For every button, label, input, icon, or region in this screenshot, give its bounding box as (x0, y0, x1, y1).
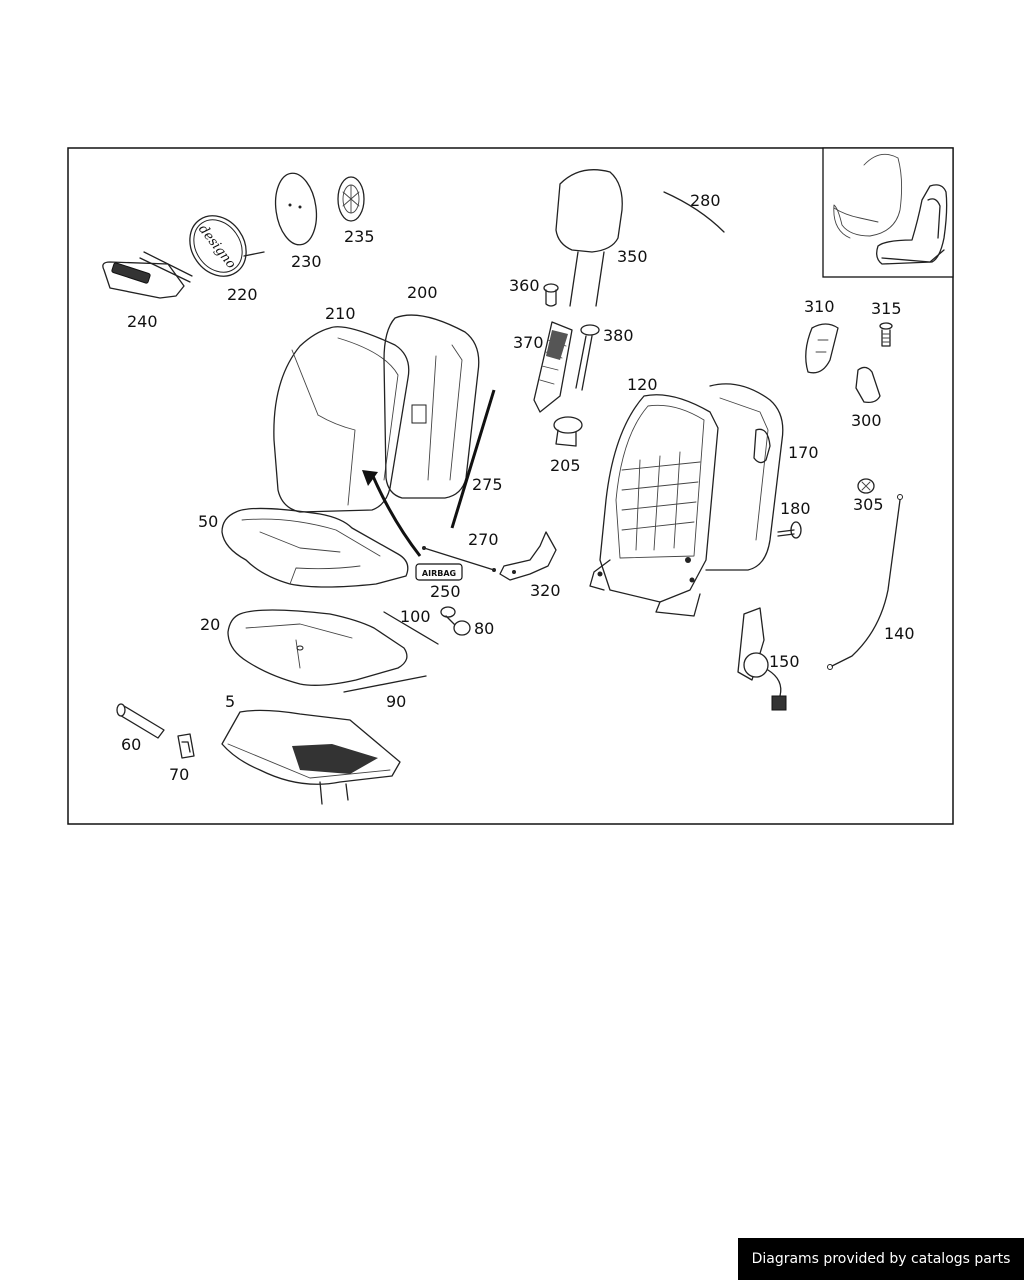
part-120-backrest-frame (589, 394, 719, 617)
callout-315: 315 (871, 299, 902, 318)
callout-320: 320 (530, 581, 561, 600)
callout-210: 210 (325, 304, 356, 323)
callout-310: 310 (804, 297, 835, 316)
part-360-guide-sleeve (543, 283, 559, 307)
part-5-seat-frame (221, 709, 401, 805)
part-180-screw (777, 521, 802, 539)
callout-120: 120 (627, 375, 658, 394)
inset-seat-overview (822, 147, 954, 278)
callout-300: 300 (851, 411, 882, 430)
callout-100: 100 (400, 607, 431, 626)
callout-250: 250 (430, 582, 461, 601)
callout-275: 275 (472, 475, 503, 494)
callout-360: 360 (509, 276, 540, 295)
callout-220: 220 (227, 285, 258, 304)
part-205-knob (553, 416, 583, 447)
callout-80: 80 (474, 619, 494, 638)
airbag-label-text: AIRBAG (422, 569, 456, 578)
callout-370: 370 (513, 333, 544, 352)
callout-70: 70 (169, 765, 189, 784)
callout-235: 235 (344, 227, 375, 246)
callout-200: 200 (407, 283, 438, 302)
part-270-wire (422, 546, 496, 572)
callout-205: 205 (550, 456, 581, 475)
callout-50: 50 (198, 512, 218, 531)
callout-230: 230 (291, 252, 322, 271)
part-220-designo-badge: designo (189, 215, 265, 277)
part-300-trim (855, 366, 881, 404)
part-230-disc (274, 172, 318, 246)
part-310-cover (805, 323, 839, 374)
callout-numbers: 240 220 230 235 210 200 275 270 250 50 2… (121, 191, 915, 784)
callout-350: 350 (617, 247, 648, 266)
part-305-plug (857, 478, 875, 494)
callout-305: 305 (853, 495, 884, 514)
part-235-gear-disc (337, 176, 365, 222)
part-380-lever (575, 324, 600, 391)
callout-380: 380 (603, 326, 634, 345)
part-140-cable (827, 494, 903, 670)
part-250-airbag-label: AIRBAG (415, 563, 463, 581)
callout-20: 20 (200, 615, 220, 634)
part-50-seat-cover (221, 507, 409, 588)
callout-280: 280 (690, 191, 721, 210)
callout-90: 90 (386, 692, 406, 711)
part-70-clip (177, 733, 195, 759)
attribution-footer: Diagrams provided by catalogs parts (738, 1238, 1024, 1280)
attribution-text: Diagrams provided by catalogs parts (751, 1251, 1011, 1267)
part-320-bracket (499, 531, 557, 581)
callout-140: 140 (884, 624, 915, 643)
part-170-rear-panel (705, 383, 784, 571)
part-315-screw (879, 322, 893, 347)
callout-240: 240 (127, 312, 158, 331)
callout-270: 270 (468, 530, 499, 549)
part-280-cable (663, 191, 725, 233)
part-200-backrest-pad (383, 314, 480, 499)
part-20-seat-pad (227, 609, 408, 686)
part-210-backrest-cover (273, 326, 410, 513)
part-275-rod (362, 389, 496, 557)
part-90-rod (343, 675, 427, 693)
callout-180: 180 (780, 499, 811, 518)
part-100-wire (383, 611, 439, 645)
part-150-actuator (737, 607, 787, 711)
callout-150: 150 (769, 652, 800, 671)
callout-60: 60 (121, 735, 141, 754)
diagram-frame (67, 147, 954, 825)
part-240-handle (102, 251, 193, 299)
part-370-mechanism (533, 321, 573, 413)
part-80-bolt (440, 606, 471, 636)
part-350-headrest (555, 169, 623, 307)
part-60-tube (116, 703, 165, 739)
callout-5: 5 (225, 692, 235, 711)
callout-170: 170 (788, 443, 819, 462)
